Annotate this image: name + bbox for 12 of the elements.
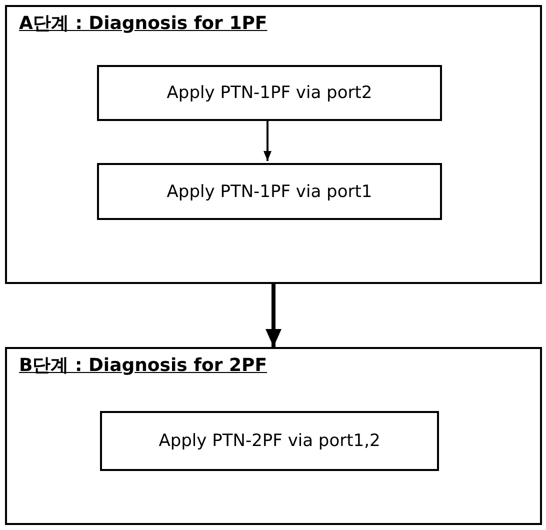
arrow [264,119,272,161]
stage-heading: B단계 : Diagnosis for 2PF [19,354,267,377]
process-box [97,163,442,220]
stage-heading: A단계 : Diagnosis for 1PF [19,12,268,35]
process-box [97,65,442,121]
step-label: Apply PTN-1PF via port1 [166,182,372,202]
stage-panel [5,347,542,525]
step-label: Apply PTN-2PF via port1,2 [158,431,380,451]
stage-panel [5,5,542,284]
process-box [100,411,439,471]
arrow [266,284,282,347]
step-label: Apply PTN-1PF via port2 [166,83,372,103]
